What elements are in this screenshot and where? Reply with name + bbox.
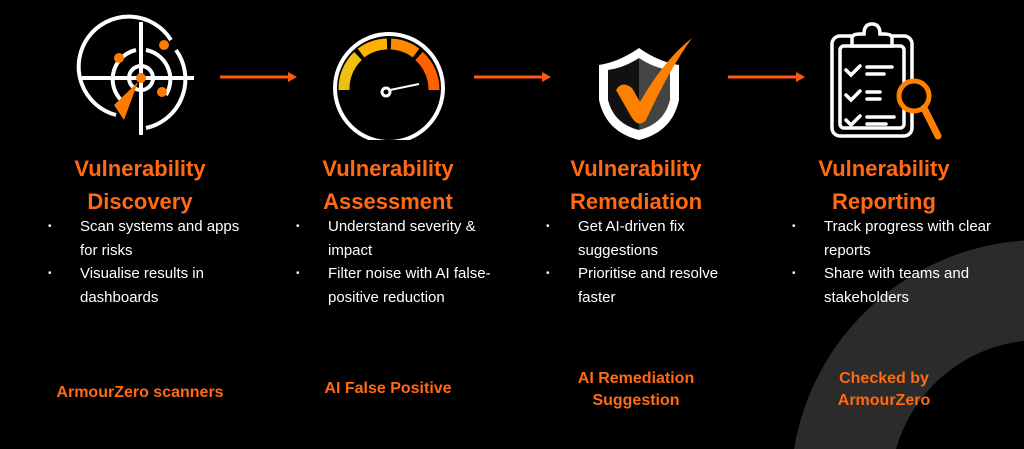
title-line: Reporting bbox=[832, 189, 936, 214]
gauge-icon bbox=[333, 32, 445, 140]
bullet-item: Prioritise and resolve faster bbox=[546, 262, 741, 309]
bullet-list: Get AI-driven fix suggestions Prioritise… bbox=[546, 215, 741, 309]
step-footer: ArmourZero scanners bbox=[56, 384, 224, 401]
bullet-list: Track progress with clear reports Share … bbox=[792, 215, 992, 309]
shield-check-icon bbox=[599, 38, 692, 140]
arrow-icon bbox=[728, 72, 805, 82]
step-footer: Checked by ArmourZero bbox=[764, 368, 1004, 412]
bullet-list: Scan systems and apps for risks Visualis… bbox=[48, 215, 248, 309]
title-line: Vulnerability bbox=[322, 156, 454, 181]
bullet-item: Scan systems and apps for risks bbox=[48, 215, 248, 262]
bullet-item: Visualise results in dashboards bbox=[48, 262, 248, 309]
arrow-icon bbox=[220, 72, 297, 82]
radar-icon bbox=[76, 14, 194, 135]
footer-line: AI Remediation bbox=[577, 370, 695, 387]
bullet-list: Understand severity & impact Filter nois… bbox=[296, 215, 496, 309]
footer-line: Checked by bbox=[839, 370, 929, 387]
bullet-item: Track progress with clear reports bbox=[792, 215, 992, 262]
title-line: Discovery bbox=[87, 189, 193, 214]
title-line: Assessment bbox=[323, 189, 453, 214]
title-line: Vulnerability bbox=[818, 156, 950, 181]
arrow-icon bbox=[474, 72, 551, 82]
bullet-item: Understand severity & impact bbox=[296, 215, 496, 262]
clipboard-search-icon bbox=[830, 22, 942, 140]
title-line: Vulnerability bbox=[74, 156, 206, 181]
bullet-item: Filter noise with AI false-positive redu… bbox=[296, 262, 496, 309]
title-line: Remediation bbox=[569, 189, 703, 214]
bullet-item: Share with teams and stakeholders bbox=[792, 262, 992, 309]
footer-line: Suggestion bbox=[592, 392, 680, 409]
title-line: Vulnerability bbox=[570, 156, 702, 181]
step-footer: AI False Positive bbox=[324, 380, 452, 397]
bullet-item: Get AI-driven fix suggestions bbox=[546, 215, 698, 262]
footer-line: ArmourZero bbox=[837, 392, 931, 409]
